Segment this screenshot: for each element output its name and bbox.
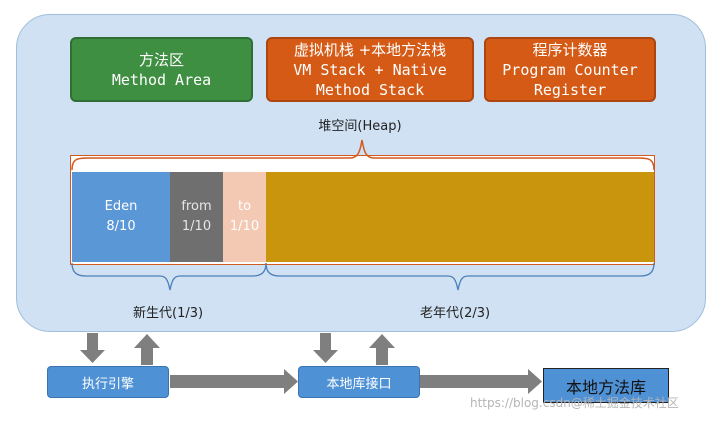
watermark-text: https://blog.csdn@稀土掘金技术社区 bbox=[470, 396, 679, 410]
young-generation-label: 新生代(1/3) bbox=[133, 306, 204, 321]
heap-brace bbox=[71, 139, 655, 171]
method-area-box: 方法区 Method Area bbox=[70, 37, 253, 102]
native-interface-box: 本地库接口 bbox=[298, 366, 420, 398]
execution-engine-box: 执行引擎 bbox=[47, 366, 169, 398]
native-library-box: 本地方法库 bbox=[543, 368, 669, 403]
from-ratio: 1/10 bbox=[181, 219, 212, 234]
eden-name: Eden bbox=[104, 199, 138, 214]
old-brace bbox=[265, 262, 655, 291]
vm-stack-en-label-2: Method Stack bbox=[315, 80, 425, 99]
to-ratio: 1/10 bbox=[229, 219, 260, 234]
program-counter-box: 程序计数器 Program Counter Register bbox=[484, 37, 656, 102]
heap-label: 堆空间(Heap) bbox=[318, 119, 402, 134]
old-generation-segment bbox=[266, 172, 654, 262]
method-area-en-label: Method Area bbox=[111, 70, 212, 89]
eden-ratio: 8/10 bbox=[106, 219, 136, 234]
engine-to-interface-arrow bbox=[170, 369, 298, 394]
program-counter-en-label-2: Register bbox=[533, 80, 607, 99]
interface-down-arrow bbox=[313, 333, 338, 363]
interface-to-library-arrow bbox=[420, 369, 542, 394]
from-segment: from 1/10 bbox=[170, 172, 223, 262]
vm-stack-box: 虚拟机栈 +本地方法栈 VM Stack + Native Method Sta… bbox=[266, 37, 474, 102]
old-generation-label: 老年代(2/3) bbox=[420, 306, 491, 321]
engine-up-arrow bbox=[134, 334, 160, 365]
program-counter-cn-label: 程序计数器 bbox=[532, 40, 608, 59]
to-name: to bbox=[237, 199, 252, 214]
engine-down-arrow bbox=[80, 333, 105, 363]
vm-stack-en-label-1: VM Stack + Native bbox=[293, 60, 447, 79]
young-brace bbox=[71, 262, 267, 291]
from-name: from bbox=[181, 199, 212, 214]
eden-segment: Eden 8/10 bbox=[72, 172, 170, 262]
to-segment: to 1/10 bbox=[223, 172, 266, 262]
interface-up-arrow bbox=[369, 334, 395, 365]
program-counter-en-label-1: Program Counter bbox=[502, 60, 638, 79]
method-area-cn-label: 方法区 bbox=[138, 50, 184, 69]
vm-stack-cn-label: 虚拟机栈 +本地方法栈 bbox=[293, 40, 447, 59]
